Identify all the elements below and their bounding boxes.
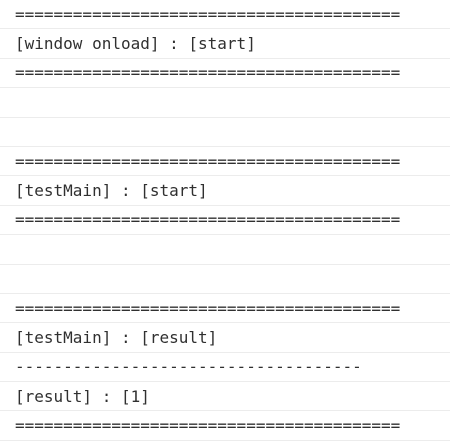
console-line-log: [window onload] : [start] [0,29,450,59]
console-line-separator: ======================================== [0,411,450,441]
console-line-separator: ======================================== [0,0,450,30]
console-line-empty [0,88,450,118]
console-line-empty [0,235,450,265]
console-line-separator: ======================================== [0,294,450,324]
console-line-dash-separator: ------------------------------------ [0,353,450,383]
console-line-empty [0,118,450,147]
console-line-empty [0,265,450,294]
console-line-separator: ======================================== [0,59,450,89]
console-line-log: [testMain] : [start] [0,176,450,206]
console-line-log: [testMain] : [result] [0,323,450,353]
console-line-separator: ======================================== [0,147,450,177]
console-line-separator: ======================================== [0,206,450,236]
console-line-log: [result] : [1] [0,382,450,412]
